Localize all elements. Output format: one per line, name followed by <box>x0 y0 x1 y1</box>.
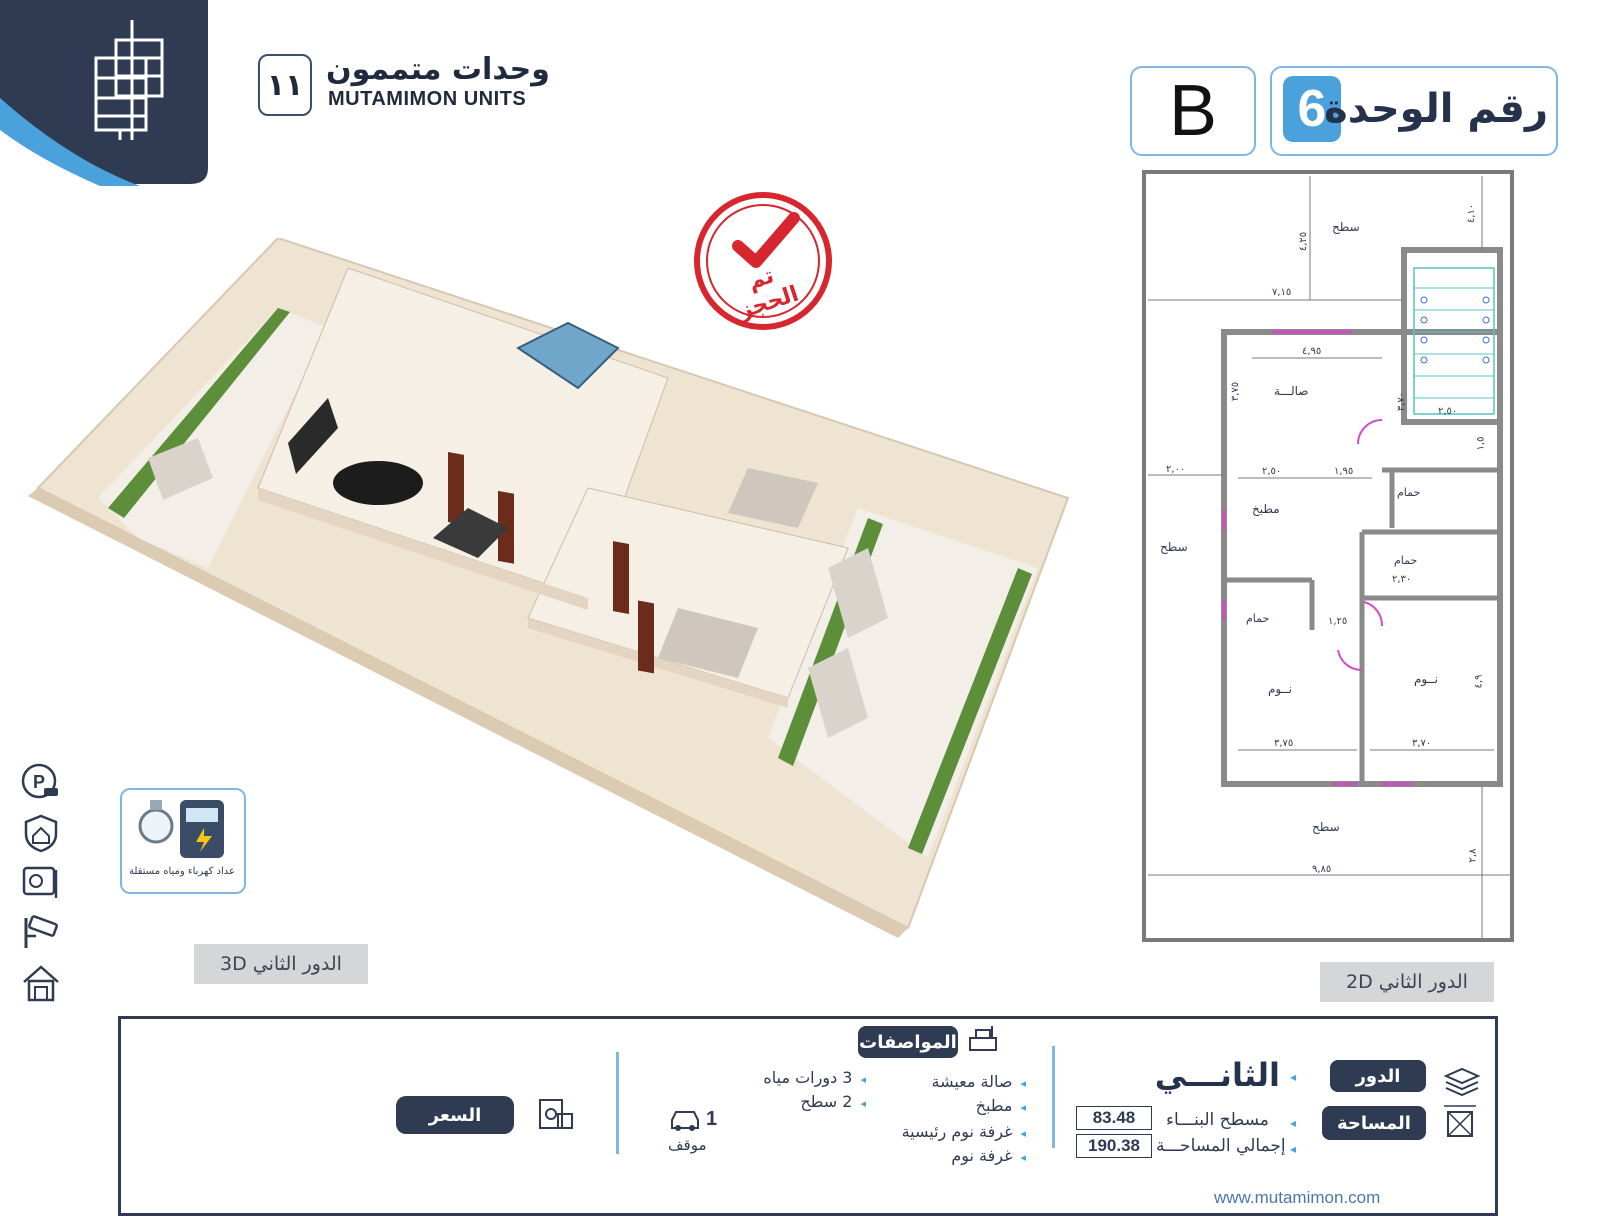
chevron-left-icon: ◂ <box>1290 1142 1297 1156</box>
plan-dim: ١,٩٥ <box>1334 466 1354 477</box>
specs-title-pill: المواصفات <box>858 1026 958 1058</box>
plan-bedroom-2: نــوم <box>1414 672 1438 686</box>
plan-dim: ٤,١٠ <box>1466 203 1478 224</box>
plan-dim: ٤,٩ <box>1473 674 1485 689</box>
plan-kitchen: مطبخ <box>1252 502 1280 516</box>
spec-item: ◂ غرفة نوم <box>951 1146 1026 1165</box>
price-label-pill: السعر <box>396 1096 514 1134</box>
chevron-left-icon: ◂ <box>1290 1116 1297 1130</box>
spec-item-label: مطبخ <box>975 1096 1013 1115</box>
brand-name-arabic: وحدات متممون <box>326 52 550 87</box>
unit-letter-box: B <box>1130 66 1256 156</box>
floor-value: الثانـــي <box>1154 1056 1280 1094</box>
spec-item-label: 3 دورات مياه <box>763 1068 853 1087</box>
bullet-icon: ◂ <box>860 1097 866 1110</box>
floor-label-pill: الدور <box>1330 1060 1426 1092</box>
website-link[interactable]: www.mutamimon.com <box>1214 1188 1381 1207</box>
unit-label: رقم الوحدة <box>1324 86 1548 132</box>
home-elevator-icon <box>20 962 62 1004</box>
spec-item: ◂ 3 دورات مياه <box>763 1068 866 1087</box>
spec-item-label: غرفة نوم رئيسية <box>901 1122 1013 1141</box>
bullet-icon: ◂ <box>1020 1127 1026 1140</box>
spec-item: ◂ غرفة نوم رئيسية <box>902 1122 1026 1141</box>
spec-item-label: 2 سطح <box>800 1092 853 1111</box>
independent-meter-card <box>120 776 246 894</box>
spec-item: ◂ 2 سطح <box>800 1092 866 1111</box>
security-house-icon <box>20 812 62 854</box>
bullet-icon: ◂ <box>860 1073 866 1086</box>
brand-name-english: MUTAMIMON UNITS <box>328 88 527 110</box>
plan-dim: ١,٥ <box>1475 436 1487 451</box>
plan-dim: ٢,٨ <box>1467 848 1479 863</box>
plan-dim: ٤,٢٥ <box>1298 231 1310 252</box>
unit-number-box <box>1270 66 1558 156</box>
spec-item: ◂ مطبخ <box>976 1096 1026 1115</box>
floor-plan-3d <box>28 236 1082 938</box>
intercom-icon <box>20 862 62 904</box>
build-area-value: 83.48 <box>1076 1106 1152 1130</box>
booked-stamp: تم الحجز <box>690 188 836 334</box>
money-icon <box>534 1096 576 1132</box>
plan-dim: ١,٢٥ <box>1328 616 1348 627</box>
unit-number: 6 <box>1297 80 1327 138</box>
area-label-pill: المساحة <box>1322 1106 1426 1140</box>
plan-roof-bottom: سطح <box>1312 820 1340 834</box>
plan-roof-left: سطح <box>1160 540 1188 554</box>
caption-3d: الدور الثاني 3D <box>194 944 368 984</box>
total-area-label: إجمالي المساحـــة <box>1156 1136 1286 1156</box>
layers-icon <box>1442 1064 1482 1097</box>
plan-dim: ٣,٧٠ <box>1396 391 1408 412</box>
plan-dim: ٢,٥٠ <box>1438 406 1458 417</box>
plan-bath-1: حمام <box>1397 486 1421 499</box>
bullet-icon: ◂ <box>1020 1101 1026 1114</box>
area-dimension-icon <box>1442 1104 1478 1140</box>
meter-label: عداد كهرباء ومياه مستقلة <box>129 866 235 877</box>
plan-bath-3: حمام <box>1246 612 1270 625</box>
plan-bedroom-1: نــوم <box>1268 682 1292 696</box>
floor-plan-2d: سطح سطح سطح صالـــة مطبخ حمام حمام حمام … <box>1142 170 1520 942</box>
plan-roof-top: سطح <box>1332 220 1360 234</box>
chevron-left-icon: ◂ <box>1290 1070 1297 1084</box>
divider <box>616 1052 619 1154</box>
cctv-camera-icon <box>20 912 62 954</box>
plan-dim: ٤,٩٥ <box>1302 346 1322 357</box>
svg-text:P: P <box>33 772 45 792</box>
plan-dim: ٧,١٥ <box>1272 287 1292 298</box>
car-icon <box>668 1106 704 1132</box>
corner-emblem <box>0 0 210 188</box>
plan-dim: ٣,٧٠ <box>1412 738 1432 749</box>
plan-dim: ٩,٨٥ <box>1312 864 1332 875</box>
build-area-label: مسطح البنـــاء <box>1166 1110 1269 1130</box>
plan-dim: ٣,٧٥ <box>1274 738 1294 749</box>
parking-count: 1 <box>706 1108 718 1130</box>
divider <box>1052 1046 1055 1148</box>
brand-number: ١١ <box>266 67 304 103</box>
unit-number-badge: 6 <box>1283 76 1341 142</box>
plan-dim: ٢,٣٠ <box>1392 574 1412 585</box>
bullet-icon: ◂ <box>1020 1077 1026 1090</box>
furniture-icon <box>966 1024 1002 1056</box>
parking-label: موقف <box>668 1136 707 1154</box>
spec-item-label: غرفة نوم <box>951 1146 1013 1165</box>
spec-item: ◂ صالة معيشة <box>932 1072 1027 1091</box>
plan-dim: ٢,٠٠ <box>1166 464 1186 475</box>
brand-number-badge: ١١ <box>258 54 312 116</box>
total-area-value: 190.38 <box>1076 1134 1152 1158</box>
unit-letter: B <box>1168 71 1218 151</box>
bullet-icon: ◂ <box>1020 1151 1026 1164</box>
spec-item-label: صالة معيشة <box>931 1072 1013 1091</box>
plan-hall: صالـــة <box>1274 384 1309 398</box>
plan-dim: ٣,٧٥ <box>1230 381 1242 402</box>
plan-dim: ٢,٥٠ <box>1262 466 1282 477</box>
caption-2d: الدور الثاني 2D <box>1320 962 1494 1002</box>
plan-bath-2: حمام <box>1394 554 1418 567</box>
parking-icon: P <box>20 762 62 804</box>
